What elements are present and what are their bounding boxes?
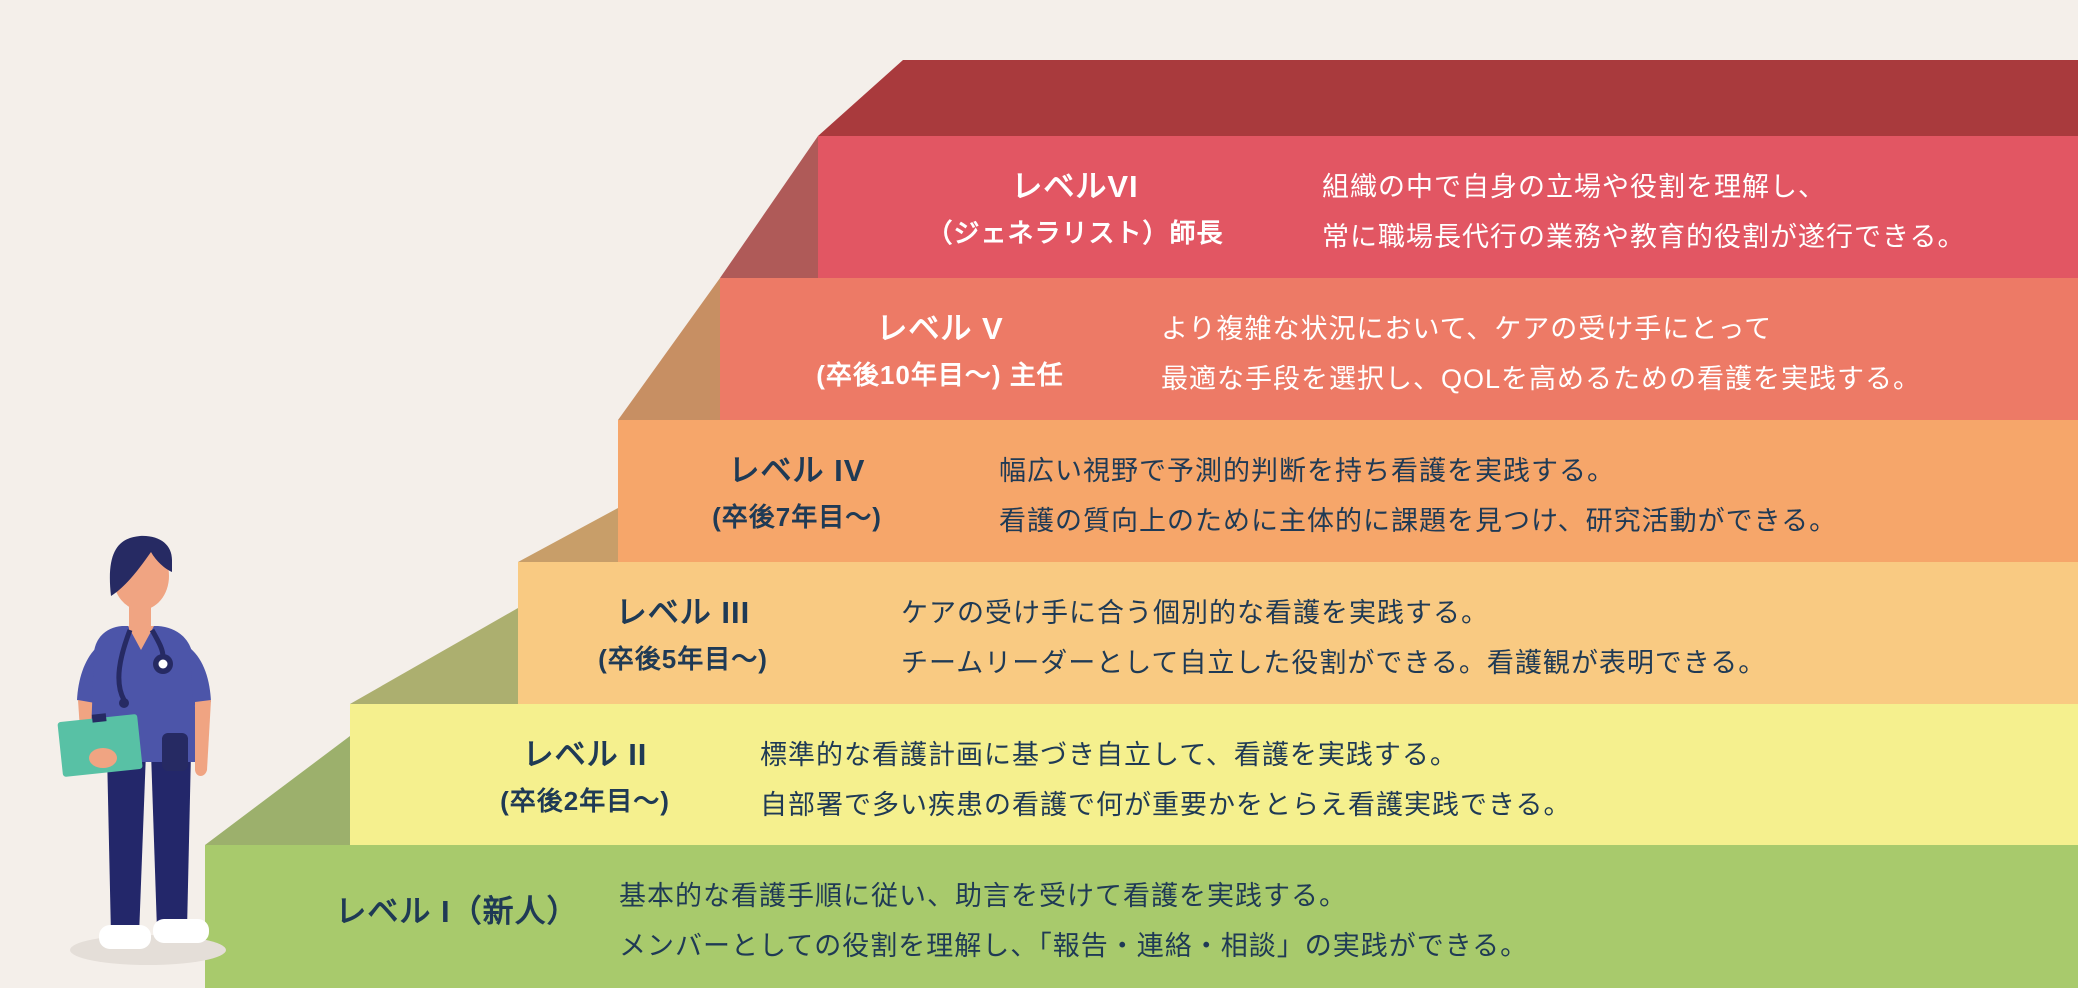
step-2-level-subtitle: (卒後2年目～) [500,786,670,816]
step-5-description-line1: より複雑な状況において、ケアの受け手にとって [1161,314,1773,344]
step-5-front-face [720,278,2078,420]
step-6-label: レベルVI （ジェネラリスト）師長 [855,165,1295,253]
nurse-hand [89,748,117,768]
step-6-description-line1: 組織の中で自身の立場や役割を理解し、 [1322,172,1826,202]
step-6-shape [818,60,2078,278]
step-4-label: レベル IV (卒後7年目～) [577,449,1017,537]
step-5-level-subtitle: (卒後10年目～) 主任 [816,360,1064,390]
step-6-description: 組織の中で自身の立場や役割を理解し、 常に職場長代行の業務や教育的役割が遂行でき… [1322,162,1965,262]
step-2-row: レベル II (卒後2年目～) 標準的な看護計画に基づき自立して、看護を実践する… [0,704,2078,846]
step-2-shape [350,608,2078,845]
step-2-label: レベル II (卒後2年目～) [365,733,805,821]
step-4-description: 幅広い視野で予測的判断を持ち看護を実践する。 看護の質向上のために主体的に課題を… [999,446,1837,546]
nurse-hair [109,535,172,596]
step-2-description: 標準的な看護計画に基づき自立して、看護を実践する。 自部署で多い疾患の看護で何が… [760,730,1571,830]
step-2-description-line1: 標準的な看護計画に基づき自立して、看護を実践する。 [760,740,1458,770]
nurse-neck [129,604,151,632]
step-3-description-line1: ケアの受け手に合う個別的な看護を実践する。 [901,598,1489,628]
nurse-folder-clip [91,713,107,723]
step-4-row: レベル IV (卒後7年目～) 幅広い視野で予測的判断を持ち看護を実践する。 看… [0,420,2078,562]
step-5-tread [720,136,818,278]
step-3-description: ケアの受け手に合う個別的な看護を実践する。 チームリーダーとして自立した役割がで… [901,588,1766,688]
step-3-row: レベル III (卒後5年目～) ケアの受け手に合う個別的な看護を実践する。 チ… [0,562,2078,704]
step-6-row: レベルVI （ジェネラリスト）師長 組織の中で自身の立場や役割を理解し、 常に職… [0,136,2078,278]
step-5-shape [720,136,2078,420]
nurse-left-sleeve [77,648,96,705]
nurse-left-shoe [99,925,151,949]
step-3-tread [518,508,618,562]
step-6-description-line2: 常に職場長代行の業務や教育的役割が遂行できる。 [1322,222,1966,252]
step-3-front-face [518,562,2078,704]
step-5-row: レベル V (卒後10年目～) 主任 より複雑な状況において、ケアの受け手にとっ… [0,278,2078,420]
step-4-level-title: レベル IV [728,453,866,488]
step-1-description-line1: 基本的な看護手順に従い、助言を受けて看護を実践する。 [619,881,1347,911]
nurse-stethoscope-tube-left [116,629,133,702]
step-4-shape [618,278,2078,562]
step-2-front-face [350,704,2078,845]
step-4-tread [618,278,720,420]
step-1-tread [205,736,350,845]
nurse-right-sleeve [190,648,211,706]
step-5-level-title: レベル V [876,311,1004,346]
step-2-tread [350,608,518,704]
step-1-description-line2: メンバーとしての役割を理解し、「報告・連絡・相談」の実践ができる。 [619,931,1529,961]
step-1-level-title: レベル I（新人） [335,894,579,929]
step-1-row: レベル I（新人） 基本的な看護手順に従い、助言を受けて看護を実践する。 メンバ… [0,845,2078,988]
nurse-folder [57,714,143,777]
step-5-label: レベル V (卒後10年目～) 主任 [720,307,1160,395]
nurse-pocket [162,733,188,771]
step-6-front-face [818,136,2078,278]
step-3-description-line2: チームリーダーとして自立した役割ができる。看護観が表明できる。 [901,648,1767,678]
step-1-front-face [205,845,2078,988]
step-6-top-face [818,60,2078,136]
step-5-description: より複雑な状況において、ケアの受け手にとって 最適な手段を選択し、QOLを高める… [1161,304,1921,404]
step-3-level-title: レベル III [615,595,751,630]
step-1-shape [205,736,2078,988]
step-5-description-line2: 最適な手段を選択し、QOLを高めるための看護を実践する。 [1161,364,1922,394]
step-1-description: 基本的な看護手順に従い、助言を受けて看護を実践する。 メンバーとしての役割を理解… [619,871,1528,971]
nurse-vneck [128,626,154,650]
nurse-stethoscope-chestpiece-center [158,659,168,669]
step-3-label: レベル III (卒後5年目～) [463,591,903,679]
step-4-front-face [618,420,2078,562]
step-2-level-title: レベル II [522,737,648,772]
nurse-stethoscope-tip [119,698,129,708]
nurse-folder-group [57,713,143,777]
nurse-right-forearm [195,700,211,776]
step-4-description-line2: 看護の質向上のために主体的に課題を見つけ、研究活動ができる。 [999,506,1838,536]
step-4-description-line1: 幅広い視野で予測的判断を持ち看護を実践する。 [999,456,1615,486]
step-6-level-subtitle: （ジェネラリスト）師長 [926,218,1224,248]
step-3-level-subtitle: (卒後5年目～) [598,644,768,674]
nurse-right-shoe [153,919,209,943]
step-6-level-title: レベルVI [1011,169,1139,204]
step-4-level-subtitle: (卒後7年目～) [712,502,882,532]
nurse-right-leg [151,752,191,930]
step-2-description-line2: 自部署で多い疾患の看護で何が重要かをとらえ看護実践できる。 [760,790,1572,820]
nurse-left-leg [107,752,146,936]
step-1-label: レベル I（新人） [237,890,677,934]
step-3-shape [518,508,2078,704]
